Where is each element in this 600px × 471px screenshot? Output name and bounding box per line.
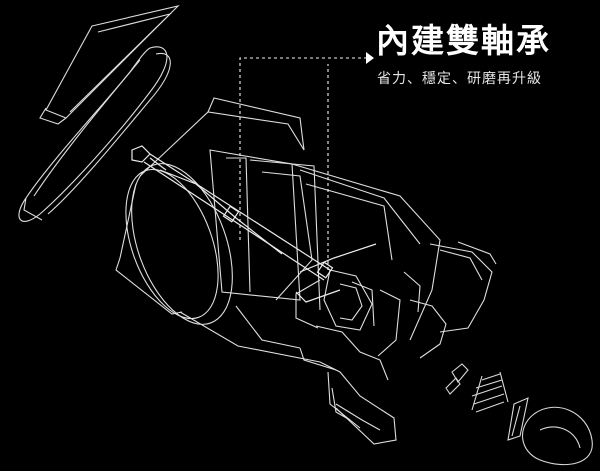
page-title: 內建雙軸承 <box>376 21 551 60</box>
arrow-right-icon <box>366 52 374 64</box>
grinder-body <box>115 97 497 445</box>
callout-line <box>239 57 366 270</box>
feature-caption: 省力、穩定、研磨再升級 <box>377 71 542 87</box>
top-plate <box>18 5 180 222</box>
spring-parts <box>445 363 593 466</box>
main-shaft <box>131 145 377 303</box>
